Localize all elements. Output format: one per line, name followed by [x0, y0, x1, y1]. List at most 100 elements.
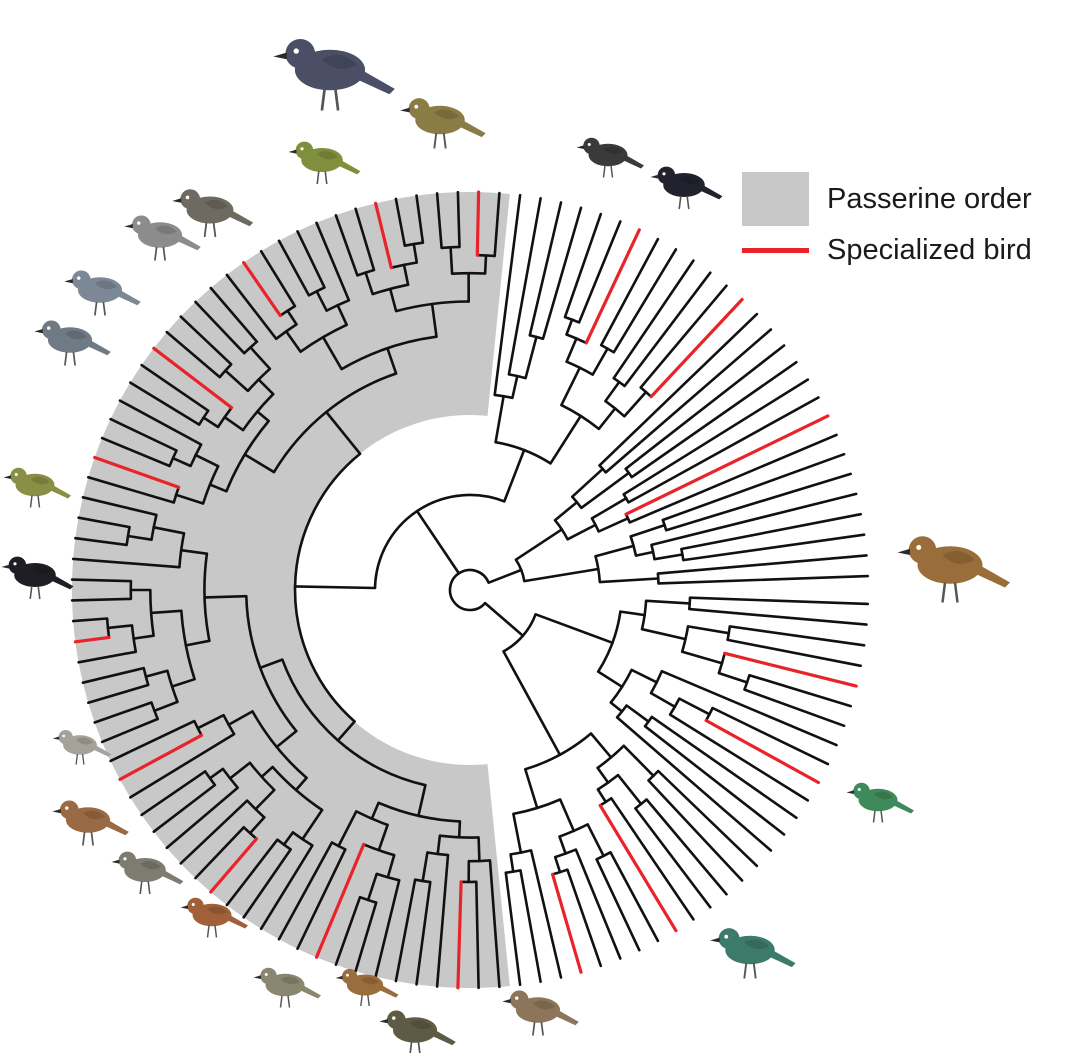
tip-branch	[663, 454, 844, 520]
internal-branch	[560, 800, 574, 831]
internal-branch	[611, 703, 622, 712]
tip-branch	[530, 203, 561, 336]
node-arc	[652, 545, 655, 559]
internal-branch	[560, 837, 566, 854]
gray-antbird-bird-icon	[34, 320, 111, 365]
tip-branch	[730, 626, 864, 645]
node-arc	[681, 549, 683, 560]
tinamou-bird-icon	[898, 536, 1011, 602]
node-arc	[530, 335, 543, 339]
node-arc	[651, 671, 662, 693]
tip-branch	[689, 609, 866, 625]
node-arc	[614, 378, 625, 386]
node-arc	[600, 798, 611, 805]
legend-label-specialized: Specialized bird	[827, 234, 1032, 267]
tip-branch	[625, 273, 711, 386]
tip-branch	[659, 576, 868, 583]
internal-branch	[567, 339, 577, 362]
internal-branch	[642, 629, 686, 639]
node-arc	[561, 405, 598, 429]
internal-branch	[596, 546, 634, 556]
internal-branch	[598, 790, 606, 802]
tip-branch	[683, 535, 864, 560]
internal-branch	[655, 555, 683, 560]
gray-kingbird-bird-icon	[111, 852, 183, 894]
nightjar-bird-icon	[379, 1010, 456, 1053]
internal-branch	[512, 376, 517, 398]
tip-branch	[509, 198, 541, 374]
tip-branch	[579, 222, 620, 323]
internal-branch	[631, 525, 665, 536]
internal-branch	[599, 409, 615, 429]
internal-branch	[567, 320, 573, 335]
node-arc	[477, 255, 494, 256]
internal-branch	[600, 579, 658, 583]
tip-branch	[72, 599, 131, 601]
specialized-tip-branch	[477, 192, 478, 255]
node-arc	[555, 520, 568, 539]
internal-branch	[679, 699, 709, 715]
internal-branch	[605, 382, 619, 401]
internal-branch	[599, 518, 628, 531]
internal-branch	[688, 626, 729, 633]
specialized-tip-branch	[600, 805, 676, 930]
sparrow-bird-icon	[502, 990, 579, 1035]
internal-branch	[555, 857, 560, 872]
passerine-swatch	[742, 172, 809, 226]
tip-branch	[641, 286, 727, 388]
internal-branch	[636, 552, 653, 556]
tip-branch	[521, 870, 541, 981]
node-arc	[598, 746, 624, 768]
legend: Passerine order Specialized bird	[742, 172, 1087, 282]
tip-branch	[658, 771, 757, 866]
internal-branch	[624, 392, 646, 416]
internal-branch	[591, 734, 611, 758]
spotted-antbird-bird-icon	[124, 215, 201, 260]
legend-item-specialized: Specialized bird	[742, 234, 1032, 267]
black-jay-bird-icon	[273, 39, 395, 111]
motmot-bird-icon	[710, 928, 796, 978]
legend-label-passerine: Passerine order	[827, 183, 1032, 216]
node-arc	[611, 670, 632, 703]
internal-branch	[489, 570, 522, 583]
striped-woodcreeper-bird-icon	[172, 189, 253, 237]
internal-branch	[479, 837, 480, 861]
tip-branch	[458, 192, 460, 247]
node-arc	[567, 362, 593, 375]
internal-branch	[504, 651, 560, 754]
internal-branch	[618, 775, 641, 804]
olive-flycatcher-bird-icon	[4, 468, 72, 508]
tip-branch	[649, 781, 743, 881]
internal-branch	[592, 498, 626, 518]
internal-branch	[485, 603, 523, 636]
streaked-flycatcher-bird-icon	[254, 968, 322, 1008]
internal-branch	[555, 502, 577, 520]
internal-branch	[627, 706, 649, 722]
internal-branch	[417, 511, 459, 573]
internal-branch	[513, 814, 521, 853]
internal-branch	[525, 769, 537, 808]
tip-branch	[611, 852, 658, 941]
node-arc	[560, 824, 588, 836]
node-arc	[442, 247, 460, 248]
internal-branch	[451, 247, 453, 273]
rufous-hornero-bird-icon	[52, 800, 129, 845]
legend-item-passerine: Passerine order	[742, 172, 1032, 226]
internal-branch	[719, 673, 747, 682]
node-arc	[670, 699, 679, 715]
tip-branch	[670, 715, 808, 801]
tip-branch	[567, 870, 600, 966]
tip-branch	[647, 800, 727, 895]
olive-thrush-bird-icon	[400, 98, 486, 148]
internal-branch	[572, 469, 603, 497]
internal-branch	[504, 450, 524, 501]
tip-branch	[690, 598, 868, 604]
internal-branch	[568, 525, 596, 539]
black-tanager-bird-icon	[1, 557, 73, 599]
green-vireo-bird-icon	[288, 142, 360, 184]
internal-branch	[205, 596, 247, 597]
node-arc	[469, 860, 490, 861]
tip-branch	[662, 671, 837, 745]
node-arc	[506, 870, 521, 872]
